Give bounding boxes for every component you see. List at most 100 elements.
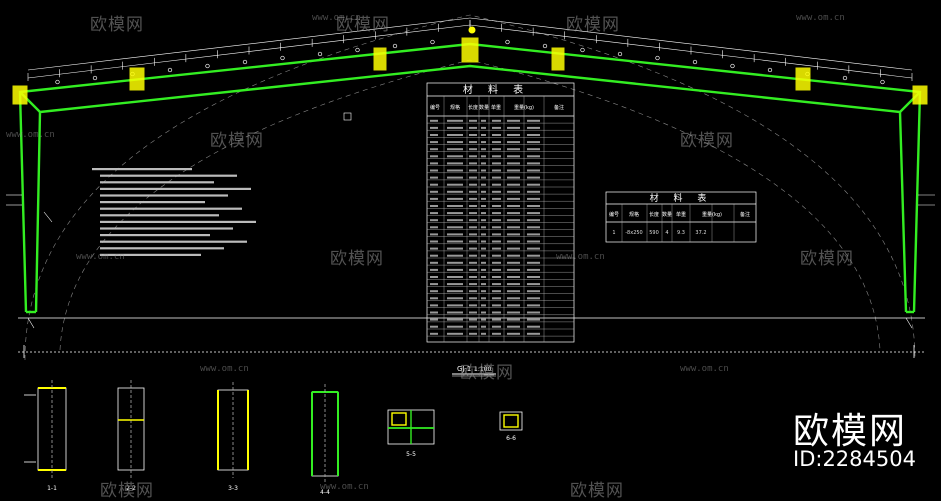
table-header-cell: 数量 [662, 211, 672, 218]
drawing-title-scale: 1:100 [474, 366, 491, 373]
table-cell-mark [469, 261, 477, 264]
table-data-cell: 9.3 [677, 230, 685, 236]
table-cell-mark [492, 276, 501, 278]
table-cell-mark [527, 155, 540, 158]
table-cell-mark [481, 119, 486, 122]
table-cell-mark [481, 162, 486, 165]
table-cell-mark [447, 311, 463, 314]
table-cell-mark [469, 247, 477, 250]
table-cell-mark [430, 226, 438, 229]
note-line [100, 240, 247, 243]
table-cell-mark [481, 226, 486, 229]
table-cell-mark [507, 148, 520, 151]
table-cell-mark [447, 141, 463, 144]
section-detail-4 [311, 384, 339, 484]
ground-lines [18, 317, 925, 358]
table-cell-mark [492, 240, 501, 243]
table-header-cell: 单重 [491, 104, 501, 111]
table-cell-mark [469, 219, 477, 222]
table-cell-mark [507, 254, 520, 257]
table-cell-mark [507, 247, 520, 250]
table-cell-mark [430, 169, 438, 172]
design-notes-block [92, 168, 256, 256]
table-cell-mark [447, 126, 463, 129]
table-cell-mark [469, 183, 477, 186]
material-table-main-title: 材 料 表 [463, 83, 529, 96]
table-header-cell: 备注 [740, 211, 750, 218]
table-cell-mark [481, 183, 486, 186]
section-label: 2-2 [126, 485, 136, 492]
table-cell-mark [430, 268, 438, 271]
table-cell-mark [507, 325, 520, 328]
table-cell-mark [481, 134, 486, 136]
note-line [100, 214, 219, 217]
table-cell-mark [447, 219, 463, 222]
table-cell-mark [447, 176, 463, 179]
table-data-cell: 4 [665, 230, 668, 236]
table-cell-mark [492, 332, 501, 335]
table-cell-mark [447, 212, 463, 215]
table-cell-mark [527, 240, 540, 243]
table-cell-mark [492, 205, 501, 207]
note-line [92, 168, 192, 171]
table-cell-mark [469, 155, 477, 158]
table-cell-mark [527, 290, 540, 293]
table-cell-mark [481, 141, 486, 144]
table-cell-mark [492, 261, 501, 264]
table-cell-mark [469, 233, 477, 236]
table-cell-mark [469, 325, 477, 328]
material-table-main-cells [430, 119, 540, 335]
watermark-brand: 欧模网 [460, 363, 514, 383]
table-cell-mark [527, 332, 540, 335]
watermark-url: www.om.cn [76, 252, 125, 262]
table-cell-mark [527, 212, 540, 215]
table-cell-mark [481, 304, 486, 307]
table-cell-mark [507, 169, 520, 172]
table-cell-mark [430, 126, 438, 129]
table-cell-mark [507, 162, 520, 165]
section-detail-3 [217, 382, 249, 478]
table-cell-mark [527, 176, 540, 179]
table-cell-mark [481, 219, 486, 222]
table-cell-mark [527, 226, 540, 229]
table-cell-mark [447, 247, 463, 250]
table-cell-mark [492, 155, 501, 158]
table-cell-mark [492, 212, 501, 215]
table-cell-mark [481, 176, 486, 179]
table-cell-mark [481, 318, 486, 321]
section-label: 1-1 [47, 485, 57, 492]
table-cell-mark [447, 155, 463, 158]
table-cell-mark [469, 197, 477, 200]
table-cell-mark [481, 126, 486, 129]
table-cell-mark [527, 190, 540, 193]
frame-joints [12, 26, 928, 105]
table-cell-mark [507, 190, 520, 193]
watermark-brand: 欧模网 [570, 481, 624, 501]
table-cell-mark [447, 283, 463, 286]
purlin-marker [655, 55, 660, 61]
table-cell-mark [430, 332, 438, 335]
table-cell-mark [447, 205, 463, 207]
watermark-url: www.om.cn [200, 364, 249, 374]
table-cell-mark [447, 190, 463, 193]
table-cell-mark [507, 212, 520, 215]
table-cell-mark [447, 226, 463, 229]
table-cell-mark [492, 290, 501, 293]
table-cell-mark [492, 119, 501, 122]
table-cell-mark [507, 134, 520, 136]
table-cell-mark [447, 304, 463, 307]
purlin-marker [355, 47, 360, 53]
watermark-brand: 欧模网 [680, 131, 734, 151]
table-cell-mark [507, 261, 520, 264]
section-label: 6-6 [506, 435, 516, 442]
table-cell-mark [481, 212, 486, 215]
table-cell-mark [527, 183, 540, 186]
table-cell-mark [430, 297, 438, 300]
material-table-small-grid [605, 204, 757, 242]
table-cell-mark [469, 268, 477, 271]
table-cell-mark [469, 332, 477, 335]
table-header-cell: 长度 [468, 104, 478, 111]
table-cell-mark [492, 311, 501, 314]
table-cell-mark [481, 276, 486, 278]
watermark-brand: 欧模网 [210, 131, 264, 151]
